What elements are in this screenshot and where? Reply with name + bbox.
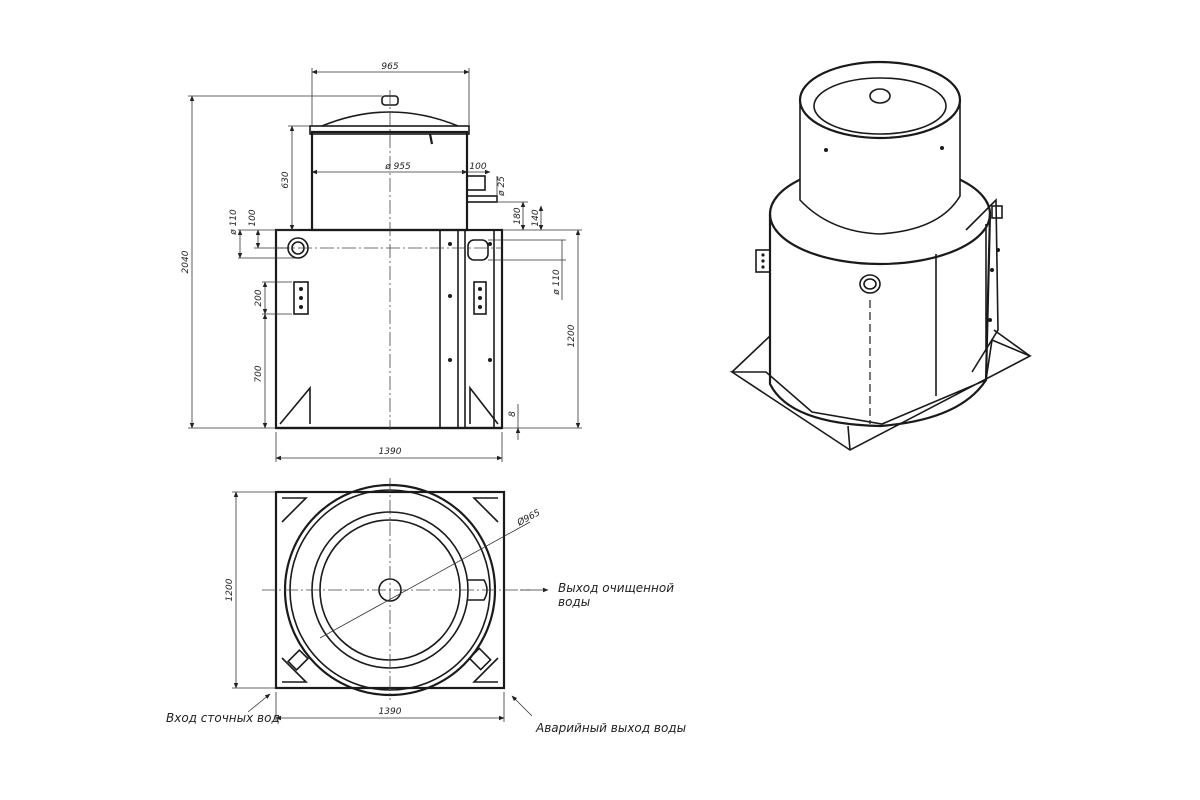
- dim-inlet-diameter: ø 110: [229, 209, 239, 236]
- dim-right-pipe-diameter: ø 110: [552, 269, 562, 296]
- label-outlet-clean-water-1: Выход очищенной: [558, 581, 674, 595]
- dim-right-180: 180: [513, 207, 523, 224]
- lifting-bracket-left: [293, 281, 309, 315]
- tank-neck: [310, 130, 469, 232]
- dim-base-thickness: 8: [508, 411, 518, 417]
- dim-right-140: 140: [531, 209, 541, 226]
- dim-body-height: 1200: [567, 324, 577, 347]
- dim-plan-width: 1390: [379, 707, 402, 717]
- dim-total-height: 2040: [181, 250, 191, 273]
- label-emergency-outlet: Аварийный выход воды: [535, 721, 686, 735]
- dim-bracket-spacing: 200: [254, 289, 264, 306]
- isometric-view: [729, 60, 1032, 451]
- dim-neck-height: 630: [281, 171, 291, 188]
- iso-lid: [798, 60, 962, 140]
- right-gusset: [469, 385, 499, 425]
- plan-view: Ø965 1200 1390 Выход очищенной воды Вход…: [166, 478, 686, 735]
- dim-outlet-offset: 100: [469, 162, 486, 172]
- iso-tank-shell: [768, 213, 992, 428]
- emergency-pipe: [467, 239, 489, 261]
- front-elevation: 965 2040 630 ø 955 100 ø 25 ø 110 100 18…: [181, 62, 582, 462]
- iso-lid-handle: [869, 88, 891, 104]
- iso-outlet-pipe: [991, 205, 1003, 219]
- dim-neck-diameter: ø 955: [384, 162, 411, 172]
- iso-lifting-bracket: [755, 249, 771, 273]
- label-inlet-wastewater: Вход сточных вод: [166, 711, 280, 725]
- dim-plan-height: 1200: [225, 578, 235, 601]
- dim-top-width: 965: [381, 62, 398, 72]
- dim-base-width: 1390: [379, 447, 402, 457]
- lifting-bracket-right: [473, 281, 487, 315]
- emergency-pipe-plan: [468, 647, 492, 671]
- left-gusset: [279, 385, 311, 425]
- dim-outlet-diameter: ø 25: [497, 176, 507, 197]
- label-outlet-clean-water-2: воды: [558, 595, 590, 609]
- dim-inlet-offset: 100: [248, 209, 258, 226]
- inlet-pipe-plan: [286, 648, 310, 672]
- dim-plan-diameter: Ø965: [515, 507, 543, 529]
- dim-lower-height: 700: [254, 365, 264, 382]
- iso-inlet-pipe: [859, 274, 881, 294]
